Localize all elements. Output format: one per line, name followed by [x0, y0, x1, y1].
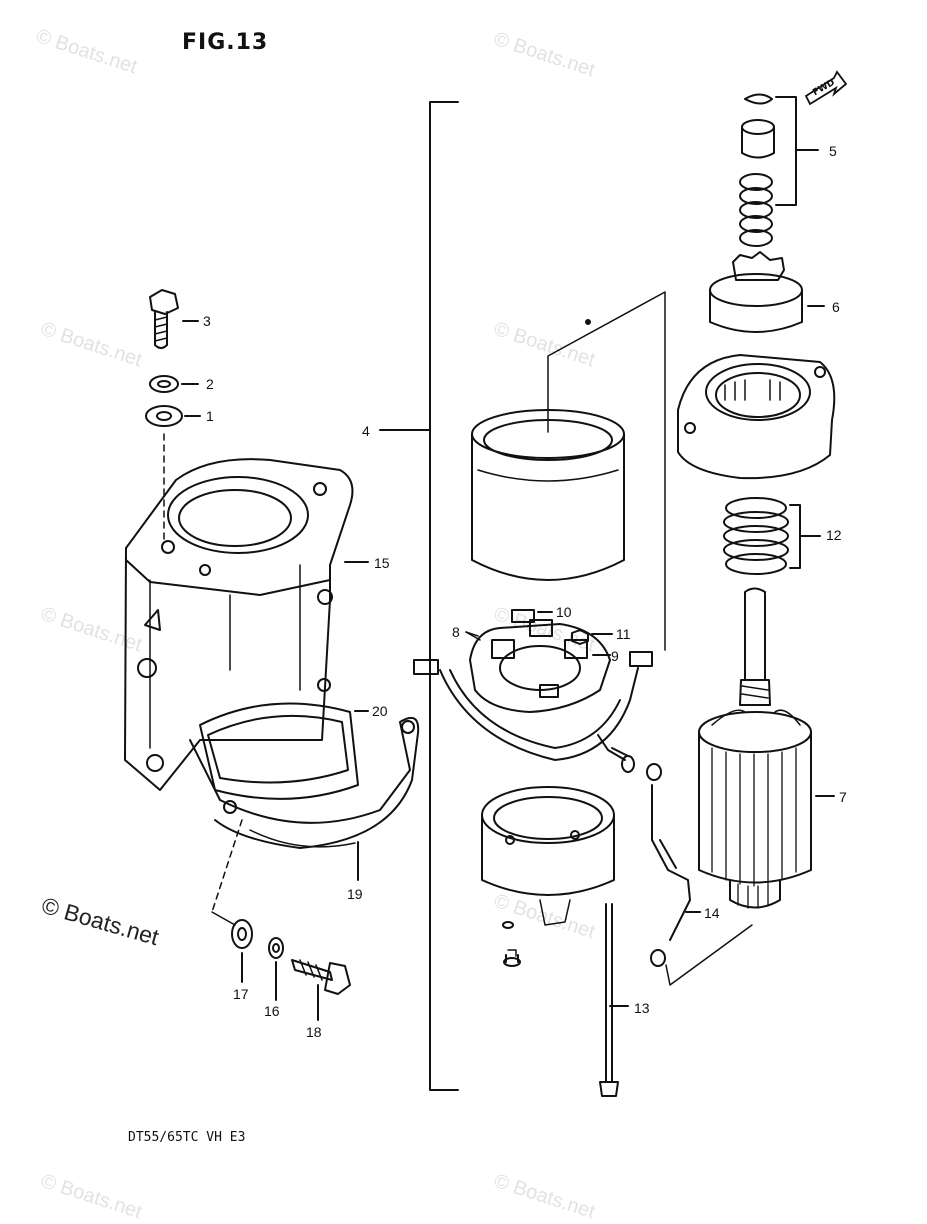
callout-16: 16 — [264, 1003, 280, 1019]
pinion-part — [709, 251, 825, 333]
callout-19: 19 — [347, 886, 363, 902]
end-frame-part — [481, 786, 615, 929]
lead-wire-part — [646, 763, 701, 967]
callout-17: 17 — [233, 986, 249, 1002]
lock-washer-part — [149, 375, 199, 393]
callout-11: 11 — [616, 626, 631, 642]
callout-4: 4 — [362, 423, 370, 439]
armature-part — [698, 587, 835, 909]
callout-14: 14 — [704, 905, 720, 921]
bolt-part — [291, 959, 351, 1021]
nut-part — [571, 629, 613, 645]
callout-18: 18 — [306, 1024, 322, 1040]
callout-10: 10 — [556, 604, 572, 620]
forward-arrow-icon — [804, 70, 848, 106]
callout-7: 7 — [839, 789, 847, 805]
callout-1: 1 — [206, 408, 214, 424]
brush-holder-part — [465, 619, 611, 713]
drive-housing-part — [677, 354, 836, 480]
yoke-housing-part — [471, 409, 625, 581]
washer-part — [231, 919, 253, 983]
lock-washer-part — [268, 937, 284, 1001]
callout-3: 3 — [203, 313, 211, 329]
pinion-stop-set-part — [739, 93, 819, 247]
strap-part — [189, 716, 420, 881]
starter-bracket-part — [124, 458, 369, 791]
through-bolt-part — [599, 903, 629, 1097]
callout-6: 6 — [832, 299, 840, 315]
assembly-bracket — [379, 101, 459, 1091]
brush-lead-part — [413, 651, 653, 773]
washer-part — [145, 405, 201, 541]
callout-9: 9 — [611, 648, 619, 664]
model-code: DT55/65TC VH E3 — [128, 1130, 246, 1145]
callout-15: 15 — [374, 555, 390, 571]
callout-8: 8 — [452, 624, 460, 640]
figure-title: FIG.13 — [182, 30, 269, 55]
band-part — [199, 702, 369, 800]
screw-part — [503, 949, 521, 967]
bolt-part — [149, 289, 199, 349]
return-spring-part — [723, 497, 821, 575]
callout-2: 2 — [206, 376, 214, 392]
callout-12: 12 — [826, 527, 842, 543]
brush-part — [511, 609, 553, 623]
callout-13: 13 — [634, 1000, 650, 1016]
callout-5: 5 — [829, 143, 837, 159]
callout-20: 20 — [372, 703, 388, 719]
